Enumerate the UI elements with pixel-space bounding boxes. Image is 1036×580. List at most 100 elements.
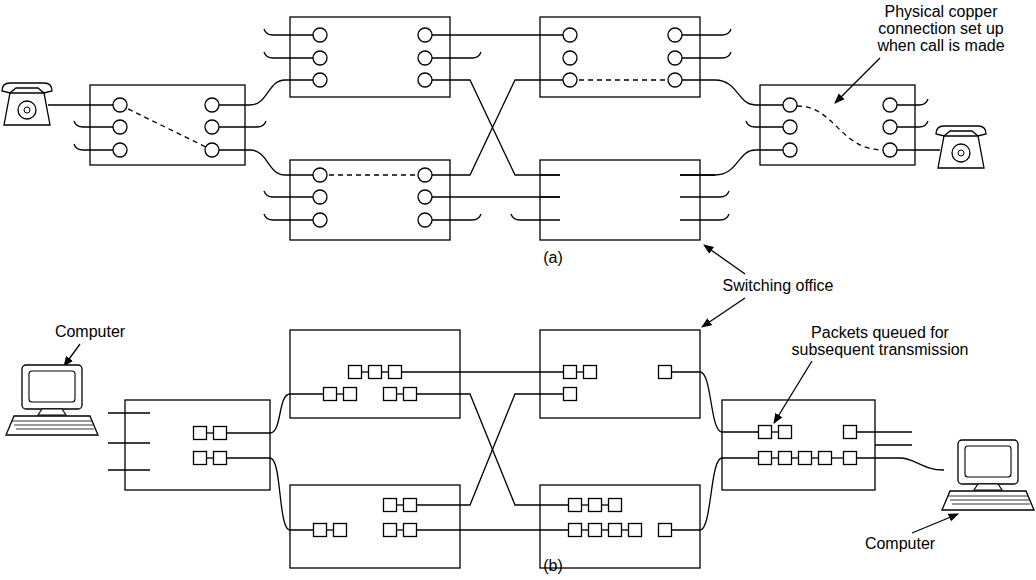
wire xyxy=(227,458,313,530)
queued-packet xyxy=(344,388,357,401)
queued-packet xyxy=(369,366,382,379)
switching-office-box xyxy=(290,17,450,97)
wire xyxy=(682,52,731,58)
wire xyxy=(207,432,214,433)
switch-contact xyxy=(668,51,682,65)
wire xyxy=(432,34,563,35)
queued-packet xyxy=(589,499,602,512)
wire xyxy=(108,469,150,470)
wire xyxy=(108,412,150,413)
queued-packet xyxy=(659,366,672,379)
computer-icon xyxy=(6,365,98,435)
queued-packet xyxy=(404,499,417,512)
wire xyxy=(417,394,568,505)
switch-contact xyxy=(563,73,577,87)
wire xyxy=(812,457,819,458)
leader-arrow xyxy=(702,298,745,327)
wire xyxy=(432,80,560,175)
switching-office-box xyxy=(90,85,245,165)
switch-contact xyxy=(113,98,127,112)
wire xyxy=(432,196,560,197)
switching-office-box xyxy=(290,330,460,418)
wire xyxy=(74,144,113,150)
wire xyxy=(672,458,758,530)
telephone-icon xyxy=(936,126,986,168)
switch-contact xyxy=(418,28,432,42)
part-label: (b) xyxy=(533,557,573,574)
switch-contact xyxy=(313,168,327,182)
leader-arrow xyxy=(912,514,958,533)
switched-connection xyxy=(570,79,675,80)
wire xyxy=(897,149,940,150)
wires xyxy=(48,29,958,533)
switch-contact xyxy=(563,51,577,65)
wire xyxy=(602,529,609,530)
wire xyxy=(622,529,629,530)
wire xyxy=(417,394,563,505)
wire xyxy=(227,394,323,433)
queued-packet xyxy=(844,426,857,439)
queued-packet xyxy=(659,524,672,537)
switch-contact xyxy=(563,28,577,42)
wire xyxy=(264,191,313,197)
leader-arrow xyxy=(64,344,80,366)
switch-contact xyxy=(313,213,327,227)
switching-office-box xyxy=(290,160,450,240)
queued-packet xyxy=(384,388,397,401)
switching-office-box xyxy=(540,330,700,418)
switching-office-box xyxy=(540,160,700,240)
switch-contact xyxy=(883,143,897,157)
queued-packet xyxy=(569,499,582,512)
switching-office-box xyxy=(722,400,875,490)
wire xyxy=(207,457,214,458)
queued-packet xyxy=(569,524,582,537)
switch-contact xyxy=(313,73,327,87)
wire xyxy=(401,371,563,372)
queued-packet xyxy=(384,524,397,537)
switch-contact xyxy=(113,143,127,157)
wire xyxy=(680,174,715,175)
wire xyxy=(602,504,609,505)
queued-packet xyxy=(629,524,642,537)
switched-connection xyxy=(797,106,883,150)
queued-packet xyxy=(584,366,597,379)
queued-packet xyxy=(324,388,337,401)
switch-contact xyxy=(783,98,797,112)
wire xyxy=(746,121,783,127)
queued-packet xyxy=(844,452,857,465)
ports xyxy=(2,28,1034,537)
queued-packet xyxy=(609,499,622,512)
wire xyxy=(577,371,584,372)
queued-packet xyxy=(404,524,417,537)
switched-connection xyxy=(320,174,425,175)
queued-packet xyxy=(819,452,832,465)
wire xyxy=(327,529,334,530)
wire xyxy=(857,458,944,470)
wire xyxy=(264,214,313,220)
wire xyxy=(772,431,779,432)
queued-packet xyxy=(214,452,227,465)
wire xyxy=(417,529,568,530)
wire xyxy=(540,196,560,197)
queued-packet xyxy=(589,524,602,537)
wire xyxy=(432,214,481,220)
queued-packet xyxy=(194,452,207,465)
switch-contact xyxy=(205,143,219,157)
switched-connection xyxy=(120,105,212,150)
wire xyxy=(682,80,783,105)
part-label: (a) xyxy=(533,249,573,266)
queued-packet xyxy=(194,427,207,440)
callout-label: Computer xyxy=(850,535,950,552)
wire xyxy=(672,372,758,432)
wire xyxy=(432,80,563,175)
switch-contact xyxy=(883,98,897,112)
wire xyxy=(219,150,313,175)
wire xyxy=(682,29,731,35)
switch-contact xyxy=(313,190,327,204)
switch-contact xyxy=(783,143,797,157)
switch-contact xyxy=(418,51,432,65)
switching-office-box xyxy=(760,85,915,165)
callout-note: Packets queued for subsequent transmissi… xyxy=(785,324,975,358)
